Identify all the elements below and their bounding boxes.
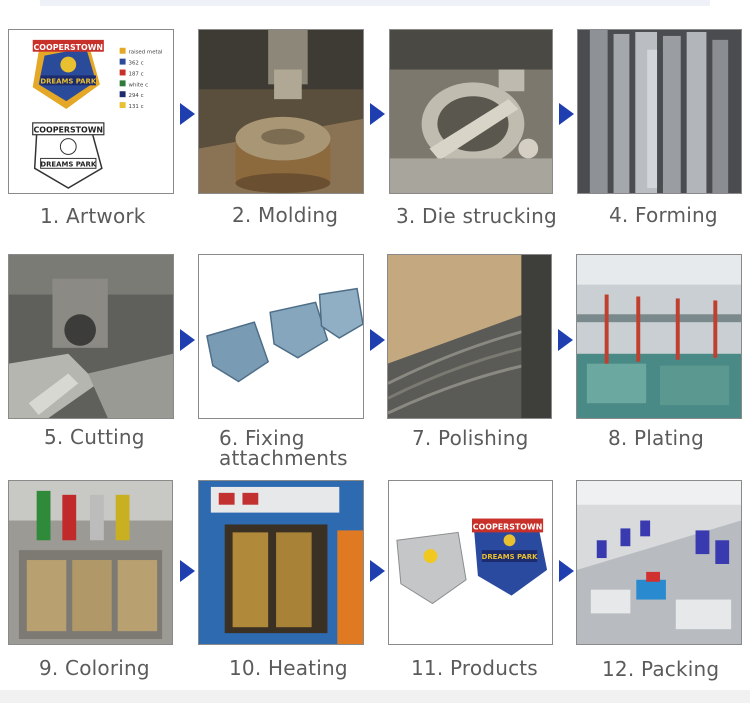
step-4-forming-image bbox=[577, 29, 742, 194]
step-7-polishing-image bbox=[387, 254, 552, 419]
legend-swatch bbox=[119, 47, 126, 54]
svg-text:COOPERSTOWN: COOPERSTOWN bbox=[34, 126, 104, 135]
step-3-die-strucking-image bbox=[389, 29, 553, 194]
step-7-label: 7. Polishing bbox=[412, 426, 529, 450]
artwork-color-legend: raised metal 362 c 187 c white c 294 c 131 c bbox=[119, 47, 163, 110]
step-10-heating-image bbox=[198, 480, 364, 645]
step-9-coloring-image bbox=[8, 480, 173, 645]
step-6-label: 6. Fixing attachments bbox=[219, 426, 348, 470]
legend-label: 187 c bbox=[129, 71, 144, 77]
arrow-right-icon bbox=[559, 560, 574, 582]
legend-label: white c bbox=[129, 82, 149, 88]
arrow-right-icon bbox=[180, 329, 195, 351]
step-12-packing-image bbox=[576, 480, 742, 645]
artwork-color-logo: COOPERSTOWN DREAMS PARK bbox=[32, 39, 104, 110]
step-2-molding-image bbox=[198, 29, 364, 194]
arrow-right-icon bbox=[559, 103, 574, 125]
arrow-right-icon bbox=[370, 329, 385, 351]
step-5-label: 5. Cutting bbox=[44, 425, 145, 449]
arrow-right-icon bbox=[370, 103, 385, 125]
step-9-label: 9. Coloring bbox=[39, 656, 150, 680]
step-3-label: 3. Die strucking bbox=[396, 204, 557, 228]
step-6-fixing-attachments-image bbox=[198, 254, 364, 419]
step-1-artwork-image: COOPERSTOWN DREAMS PARK raised metal 362 … bbox=[8, 29, 174, 194]
legend-swatch bbox=[119, 58, 126, 65]
bottom-strip bbox=[0, 690, 750, 703]
step-11-label: 11. Products bbox=[411, 656, 538, 680]
artwork-logo-top-text: COOPERSTOWN bbox=[34, 43, 104, 52]
artwork-outline-logo: COOPERSTOWN DREAMS PARK bbox=[32, 122, 105, 189]
step-8-plating-image bbox=[576, 254, 742, 419]
legend-label: raised metal bbox=[129, 50, 163, 56]
step-11-products-image: COOPERSTOWN DREAMS PARK bbox=[388, 480, 553, 645]
artwork-logo-mid-text: DREAMS PARK bbox=[40, 77, 96, 85]
svg-text:COOPERSTOWN: COOPERSTOWN bbox=[473, 522, 543, 531]
step-10-label: 10. Heating bbox=[229, 656, 348, 680]
legend-swatch bbox=[119, 102, 126, 109]
svg-text:DREAMS PARK: DREAMS PARK bbox=[482, 553, 538, 561]
arrow-right-icon bbox=[180, 103, 195, 125]
legend-swatch bbox=[119, 91, 126, 98]
top-banner-strip bbox=[40, 0, 710, 6]
step-2-label: 2. Molding bbox=[232, 203, 339, 227]
legend-swatch bbox=[119, 80, 126, 87]
legend-label: 294 c bbox=[129, 93, 144, 99]
step-12-label: 12. Packing bbox=[602, 657, 720, 681]
step-5-cutting-image bbox=[8, 254, 174, 419]
svg-text:DREAMS PARK: DREAMS PARK bbox=[40, 160, 96, 168]
legend-swatch bbox=[119, 69, 126, 76]
step-4-label: 4. Forming bbox=[609, 203, 718, 227]
step-1-label: 1. Artwork bbox=[40, 204, 146, 228]
arrow-right-icon bbox=[370, 560, 385, 582]
arrow-right-icon bbox=[180, 560, 195, 582]
legend-label: 131 c bbox=[129, 104, 144, 110]
step-8-label: 8. Plating bbox=[608, 426, 705, 450]
legend-label: 362 c bbox=[129, 61, 144, 67]
arrow-right-icon bbox=[558, 329, 573, 351]
